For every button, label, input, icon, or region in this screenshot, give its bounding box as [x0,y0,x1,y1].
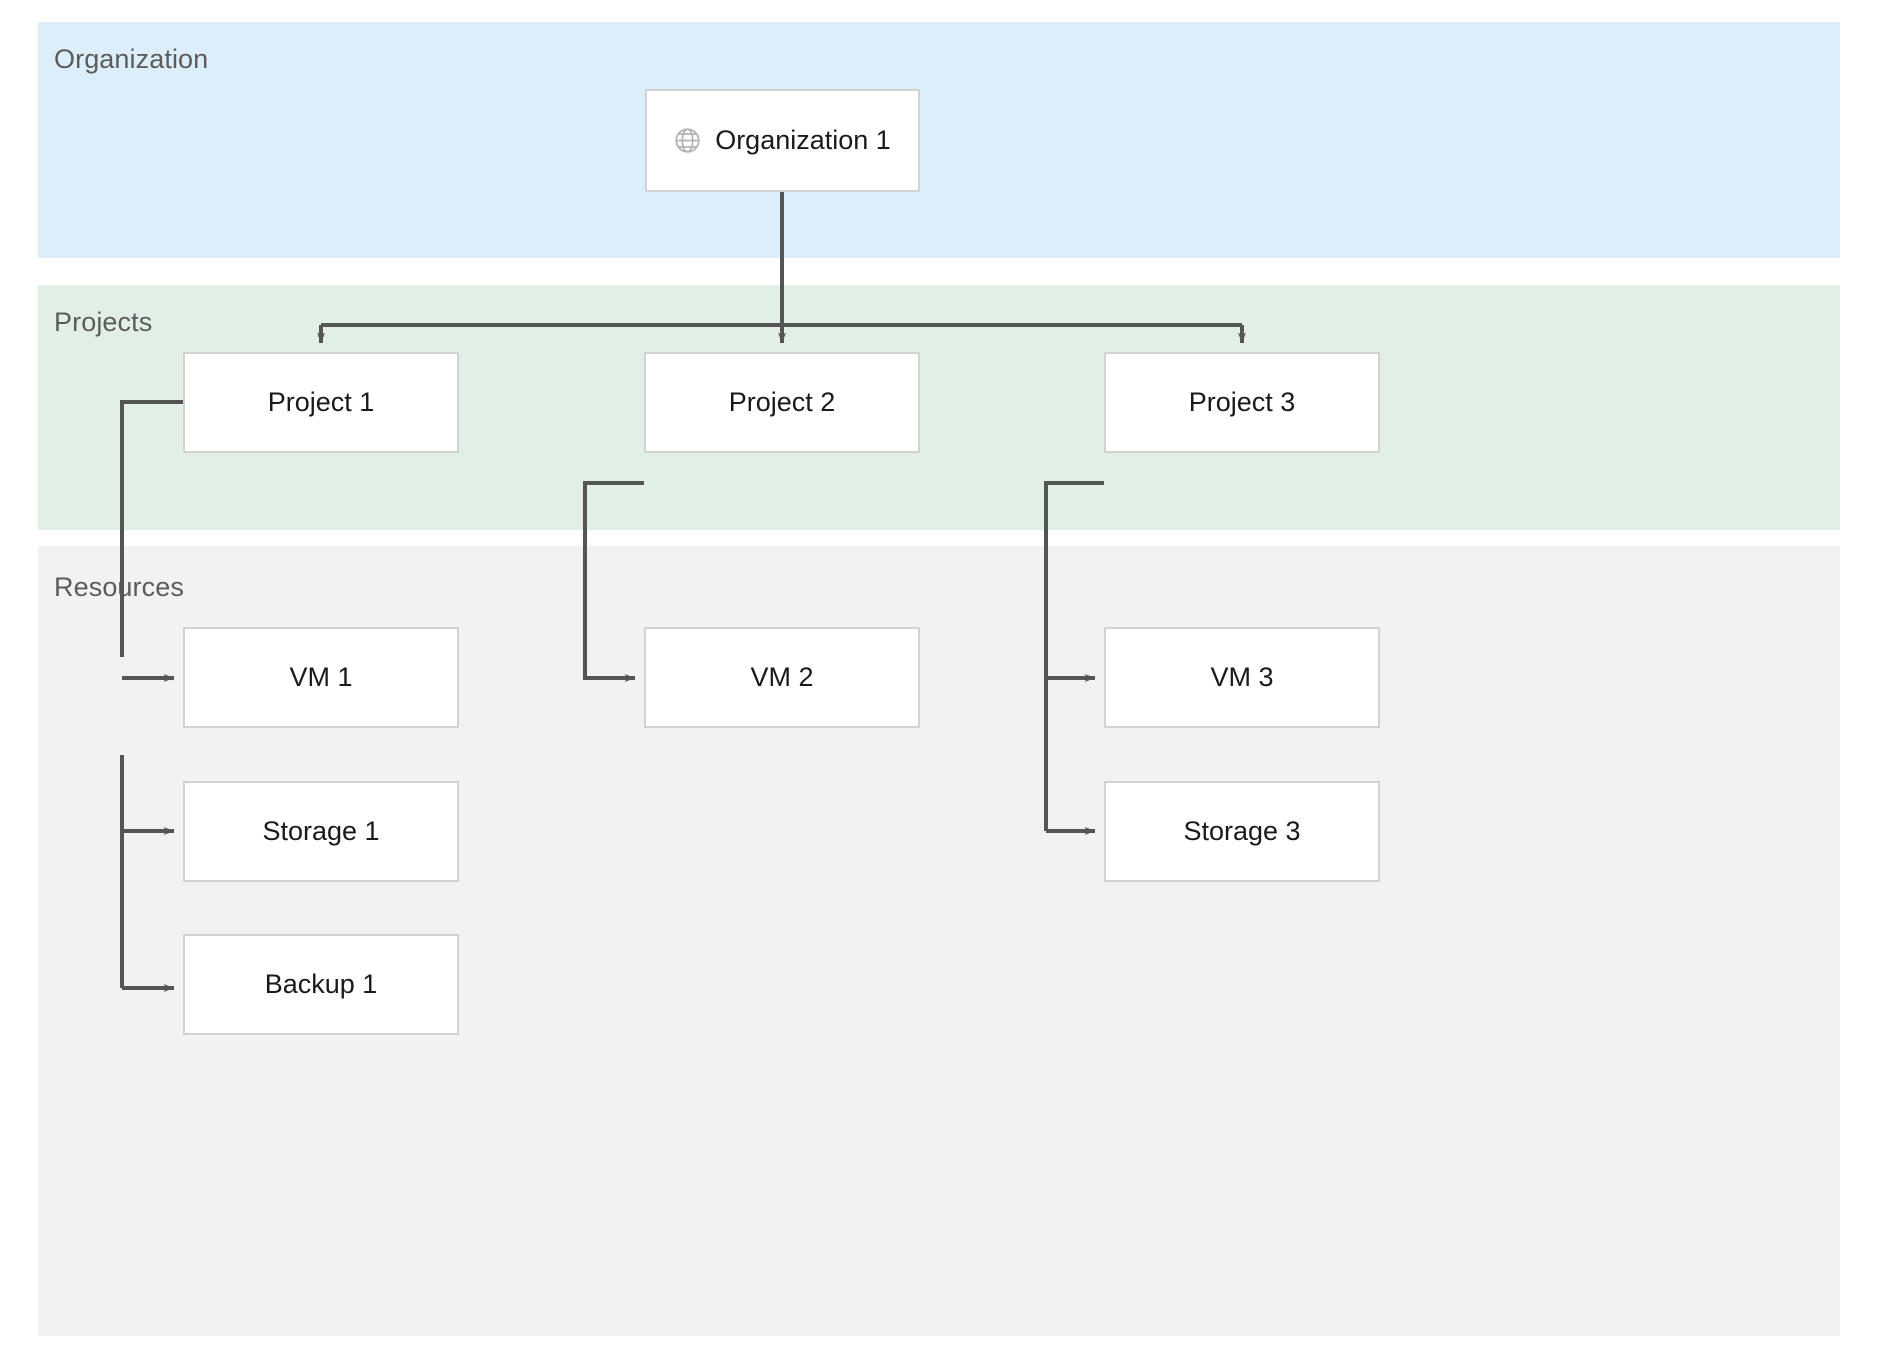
node-vm-2[interactable]: VM 2 [644,627,920,728]
node-organization-1[interactable]: Organization 1 [645,89,920,192]
node-label-storage-1: Storage 1 [262,816,380,846]
node-label-vm-3: VM 3 [1210,662,1274,692]
globe-icon [674,127,701,154]
node-label-backup-1: Backup 1 [264,969,378,999]
node-project-3[interactable]: Project 3 [1104,352,1380,453]
node-label-project-3: Project 3 [1188,387,1296,417]
node-project-2[interactable]: Project 2 [644,352,920,453]
node-project-1[interactable]: Project 1 [183,352,459,453]
band-label-organization: Organization [54,44,209,74]
node-label-organization-1: Organization 1 [715,125,891,155]
node-storage-1[interactable]: Storage 1 [183,781,459,882]
band-label-projects: Projects [54,307,153,337]
node-storage-3[interactable]: Storage 3 [1104,781,1380,882]
band-organization [38,22,1840,258]
node-label-vm-2: VM 2 [750,662,814,692]
node-label-vm-1: VM 1 [289,662,353,692]
band-label-resources: Resources [54,572,184,602]
node-label-storage-3: Storage 3 [1183,816,1301,846]
node-label-project-2: Project 2 [728,387,836,417]
node-label-project-1: Project 1 [267,387,375,417]
node-vm-1[interactable]: VM 1 [183,627,459,728]
node-vm-3[interactable]: VM 3 [1104,627,1380,728]
node-backup-1[interactable]: Backup 1 [183,934,459,1035]
